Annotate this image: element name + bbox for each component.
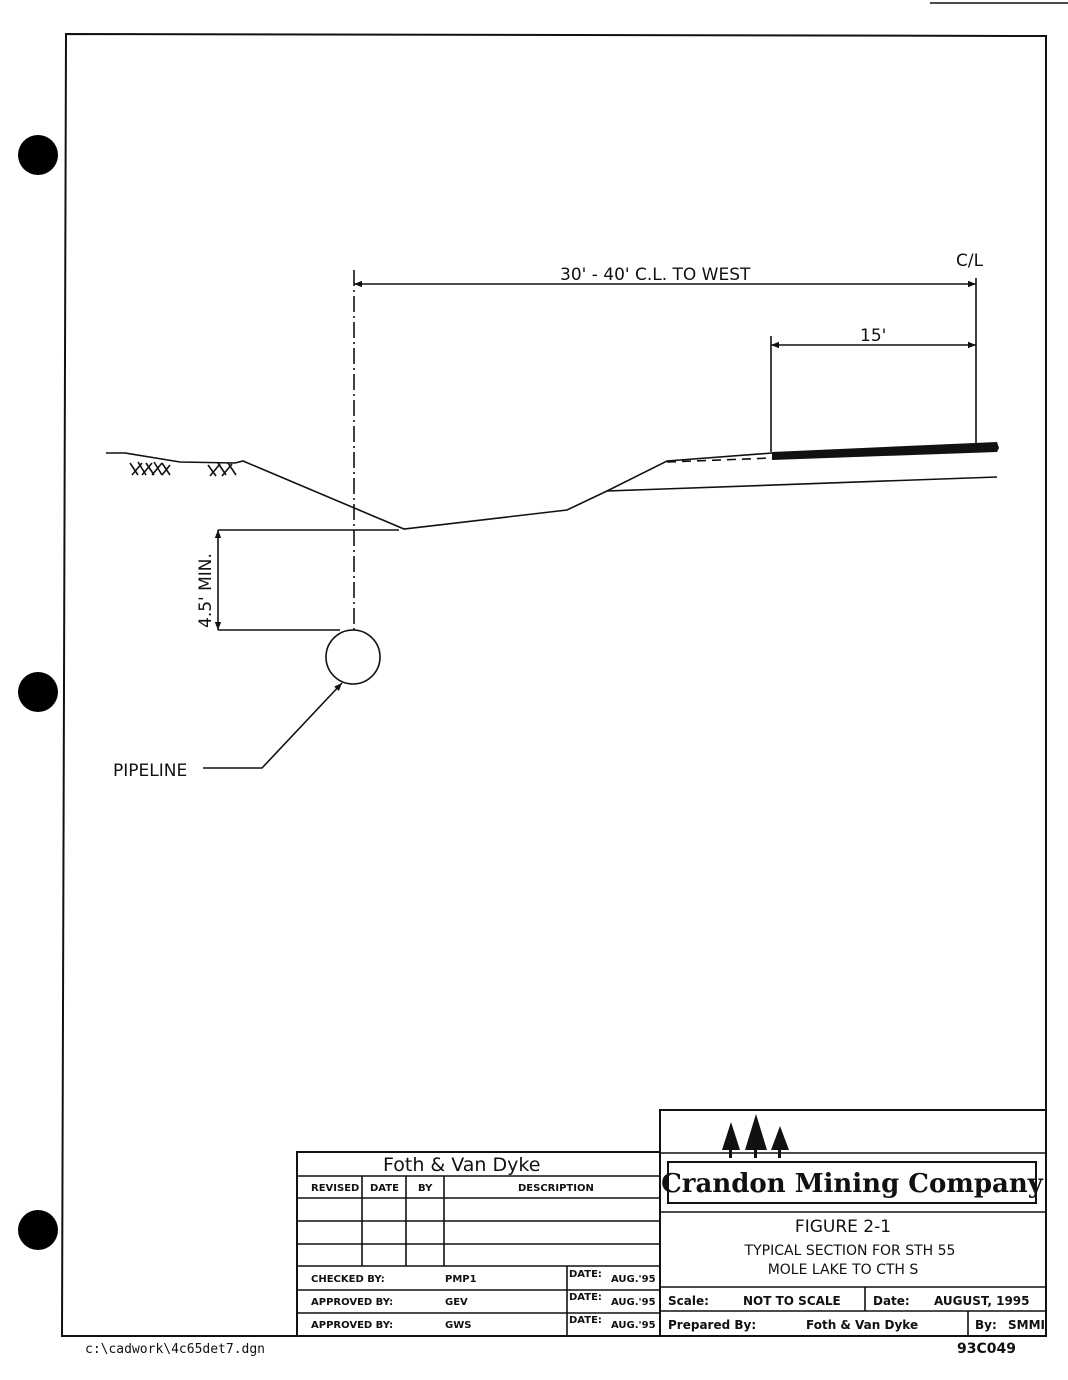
title-block: Crandon Mining Company FIGURE 2-1 TYPICA… [659,1109,1047,1337]
depth-dimension-label: 4.5' MIN. [196,553,216,628]
signoff-date-label: DATE: [569,1292,602,1303]
figure-number: FIGURE 2-1 [795,1217,891,1237]
prepared-label: Prepared By: [668,1318,756,1332]
date-label: Date: [873,1294,910,1308]
drawing-number: 93C049 [957,1341,1016,1357]
base-course-line [666,457,773,463]
client-logo-box [667,1161,1037,1204]
figure-title-line1: TYPICAL SECTION FOR STH 55 [744,1243,956,1259]
signoff-label: APPROVED BY: [311,1320,393,1331]
signoff-date-label: DATE: [569,1315,602,1326]
signoff-date-label: DATE: [569,1269,602,1280]
signoff-initials: GWS [445,1320,471,1331]
signoff-label: CHECKED BY: [311,1274,385,1285]
client-name: Crandon Mining Company [661,1169,1044,1199]
file-path: c:\cadwork\4c65det7.dgn [85,1342,265,1357]
figure-title-line2: MOLE LAKE TO CTH S [768,1262,919,1278]
signoff-initials: PMP1 [445,1274,477,1285]
pavement [772,442,999,460]
signoff-initials: GEV [445,1297,468,1308]
trees-logo-icon [722,1114,789,1158]
scale-label: Scale: [668,1294,709,1308]
shoulder-dimension-label: 15' [860,326,886,346]
centerline-label: C/L [956,251,984,271]
header-description: DESCRIPTION [518,1183,594,1194]
header-revised: REVISED [311,1183,359,1194]
date-value: AUGUST, 1995 [934,1294,1030,1308]
header-by: BY [418,1183,433,1194]
signoff-date: AUG.'95 [611,1320,656,1331]
by-label: By: [975,1318,997,1332]
cross-section: 30' - 40' C.L. TO WEST C/L 15' 4.5' MIN.… [106,251,999,781]
subgrade-line [606,476,998,492]
binder-hole [18,672,58,712]
by-value: SMMI [1008,1318,1045,1332]
signoff-date: AUG.'95 [611,1274,656,1285]
drawing-border [60,32,1047,1337]
signoff-label: APPROVED BY: [311,1297,393,1308]
binder-hole [18,135,58,175]
overall-dimension-label: 30' - 40' C.L. TO WEST [560,265,751,285]
pipeline-circle [325,629,381,685]
binder-hole [18,1210,58,1250]
pipeline-leader [203,682,343,769]
header-date: DATE [370,1183,399,1194]
prepared-value: Foth & Van Dyke [806,1318,918,1332]
revision-block: Foth & Van Dyke REVISED DATE BY DESCRIPT… [296,1151,661,1337]
scale-value: NOT TO SCALE [743,1294,841,1308]
revision-company: Foth & Van Dyke [383,1154,540,1176]
pipeline-label: PIPELINE [113,761,187,781]
signoff-date: AUG.'95 [611,1297,656,1308]
ground-profile [106,452,773,530]
soil-hatch [129,461,237,477]
binder-holes [18,135,58,1250]
